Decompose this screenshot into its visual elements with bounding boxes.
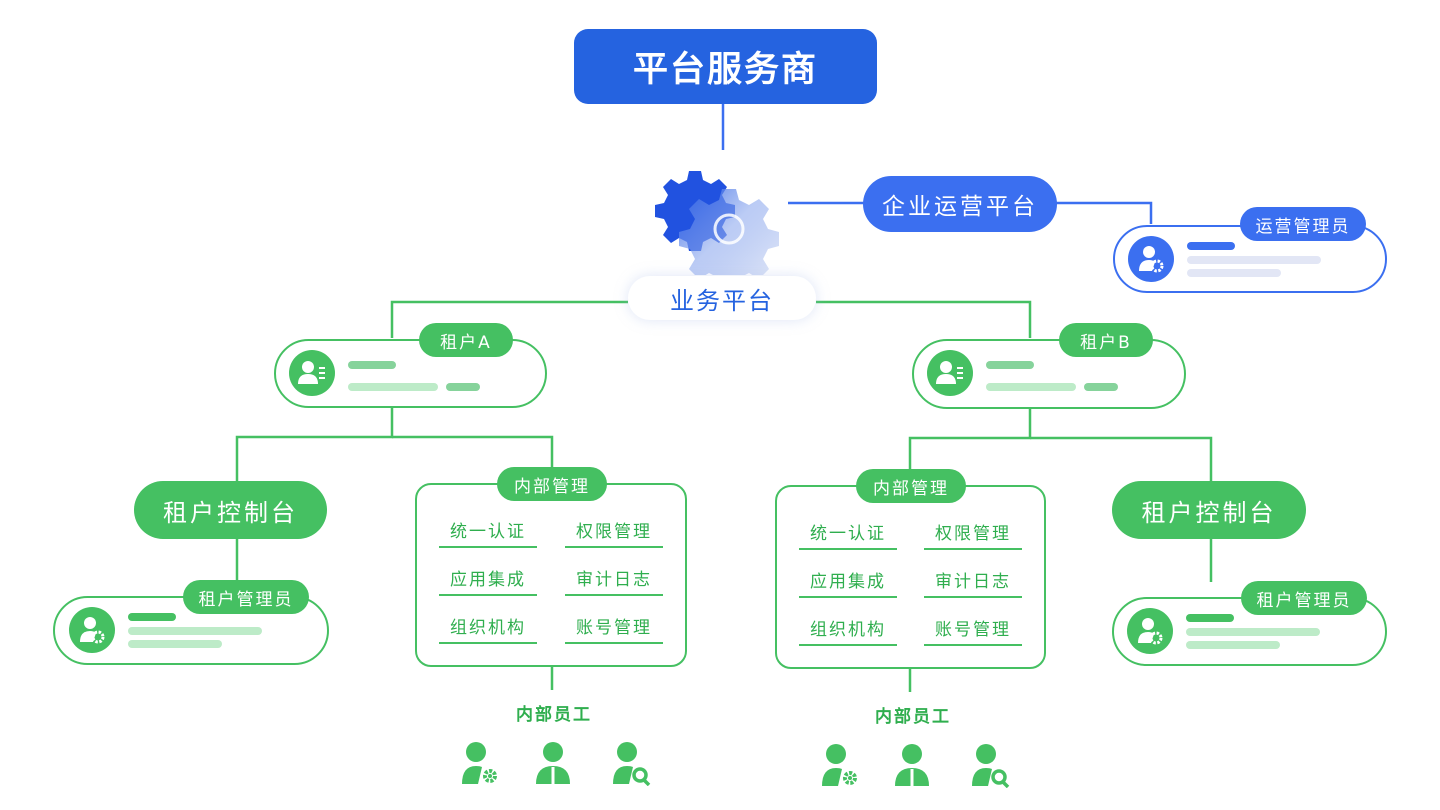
placeholder-bar <box>446 383 480 391</box>
user-gear-icon <box>69 607 115 653</box>
placeholder-bar <box>986 361 1034 369</box>
placeholder-bar <box>1186 641 1280 649</box>
tenant-a-tag: 租户A <box>419 323 513 357</box>
tenant-a-internal-mgmt-title: 内部管理 <box>514 476 590 497</box>
menu-item[interactable]: 组织机构 <box>439 613 537 644</box>
menu-item[interactable]: 组织机构 <box>799 615 897 646</box>
business-platform-label: 业务平台 <box>628 276 816 320</box>
tenant-b-admin-tag: 租户管理员 <box>1241 581 1367 615</box>
placeholder-bar <box>348 383 438 391</box>
placeholder-bar <box>986 383 1076 391</box>
enterprise-ops-platform-text: 企业运营平台 <box>882 194 1038 220</box>
user-gear-icon <box>1127 608 1173 654</box>
tenant-b-card <box>912 339 1186 409</box>
menu-item[interactable]: 应用集成 <box>439 565 537 596</box>
tenant-b-internal-mgmt-tag: 内部管理 <box>856 469 966 503</box>
gear-icon <box>655 165 780 289</box>
menu-item[interactable]: 审计日志 <box>565 565 663 596</box>
tenant-a-admin-tag-text: 租户管理员 <box>198 589 294 610</box>
placeholder-bar <box>1187 242 1235 250</box>
menu-item[interactable]: 权限管理 <box>924 519 1022 550</box>
tenant-a-card <box>274 339 547 408</box>
menu-item[interactable]: 账号管理 <box>924 615 1022 646</box>
tenant-b-internal-mgmt-title: 内部管理 <box>873 478 949 499</box>
menu-item[interactable]: 账号管理 <box>565 613 663 644</box>
line-platform-to-tenant-a <box>390 300 628 338</box>
placeholder-bar <box>128 613 176 621</box>
menu-item[interactable]: 统一认证 <box>439 517 537 548</box>
placeholder-bar <box>128 627 262 635</box>
tenant-b-tag-text: 租户B <box>1080 332 1132 353</box>
placeholder-bar <box>1186 614 1234 622</box>
menu-item[interactable]: 审计日志 <box>924 567 1022 598</box>
platform-provider-box: 平台服务商 <box>574 29 877 104</box>
tenant-b-staff-label: 内部员工 <box>875 707 951 727</box>
user-list-icon <box>289 350 335 396</box>
placeholder-bar <box>128 640 222 648</box>
user-gear-icon <box>460 740 500 786</box>
line-tenant-b-branch-console <box>1030 436 1213 483</box>
menu-item[interactable]: 应用集成 <box>799 567 897 598</box>
placeholder-bar <box>1186 628 1320 636</box>
user-search-icon <box>611 740 651 787</box>
user-tie-icon <box>533 740 573 786</box>
tenant-b-internal-mgmt-box: 统一认证 权限管理 应用集成 审计日志 组织机构 账号管理 <box>775 485 1046 669</box>
line-tenant-b-branch <box>908 408 1032 470</box>
business-platform-text: 业务平台 <box>670 286 774 315</box>
platform-provider-title: 平台服务商 <box>632 50 818 90</box>
tenant-b-tag: 租户B <box>1059 323 1153 357</box>
placeholder-bar <box>1187 256 1321 264</box>
placeholder-bar <box>1187 269 1281 277</box>
user-gear-icon <box>1128 236 1174 282</box>
line-tenant-a-branch-internal <box>392 435 554 468</box>
placeholder-bar <box>1084 383 1118 391</box>
ops-admin-tag: 运营管理员 <box>1240 207 1366 241</box>
user-list-icon <box>927 350 973 396</box>
user-tie-icon <box>892 742 932 788</box>
tenant-a-staff-label: 内部员工 <box>516 705 592 725</box>
tenant-b-admin-tag-text: 租户管理员 <box>1256 590 1352 611</box>
tenant-a-admin-tag: 租户管理员 <box>183 580 309 614</box>
menu-item[interactable]: 统一认证 <box>799 519 897 550</box>
user-gear-icon <box>820 742 860 788</box>
line-platform-to-tenant-b <box>816 300 1032 338</box>
ops-admin-tag-text: 运营管理员 <box>1255 216 1351 237</box>
menu-item[interactable]: 权限管理 <box>565 517 663 548</box>
tenant-a-console-pill: 租户控制台 <box>134 481 327 539</box>
tenant-a-internal-mgmt-box: 统一认证 权限管理 应用集成 审计日志 组织机构 账号管理 <box>415 483 687 667</box>
tenant-a-internal-mgmt-tag: 内部管理 <box>497 467 607 501</box>
placeholder-bar <box>348 361 396 369</box>
line-tenant-a-branch <box>235 408 394 483</box>
tenant-b-console-text: 租户控制台 <box>1141 498 1277 527</box>
ops-admin-card <box>1113 225 1387 293</box>
enterprise-ops-platform-pill: 企业运营平台 <box>863 176 1057 232</box>
line-enterprise-to-admin <box>1055 201 1153 224</box>
tenant-b-console-pill: 租户控制台 <box>1112 481 1306 539</box>
user-search-icon <box>970 742 1010 789</box>
tenant-a-tag-text: 租户A <box>440 332 492 353</box>
tenant-a-console-text: 租户控制台 <box>163 498 298 527</box>
